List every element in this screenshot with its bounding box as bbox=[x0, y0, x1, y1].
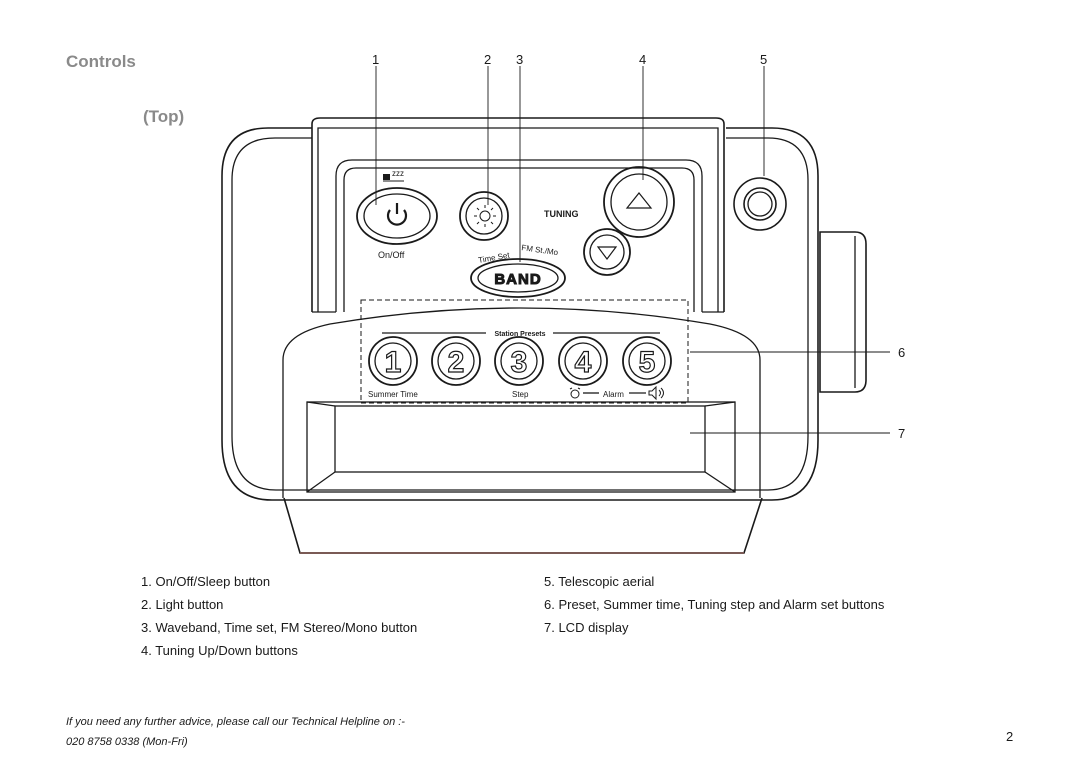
on-off-label: On/Off bbox=[378, 250, 405, 260]
lcd-display bbox=[306, 401, 736, 493]
presets-dashed-frame bbox=[360, 299, 689, 404]
fm-st-mo-label: FM St./Mo bbox=[521, 243, 559, 257]
sleep-glyph: zzz bbox=[392, 169, 404, 178]
preset-button-5 bbox=[622, 336, 672, 386]
legend-item: 2. Light button bbox=[141, 597, 224, 612]
callout-1: 1 bbox=[372, 52, 379, 67]
band-button bbox=[470, 258, 566, 298]
radio-base bbox=[283, 497, 763, 554]
callout-2: 2 bbox=[484, 52, 491, 67]
band-label: BAND bbox=[494, 271, 541, 288]
aerial-socket bbox=[733, 177, 787, 231]
alarm-clock-icon bbox=[569, 387, 581, 399]
legend-item: 3. Waveband, Time set, FM Stereo/Mono bu… bbox=[141, 620, 418, 635]
speaker-icon bbox=[648, 385, 664, 401]
tuning-down-icon bbox=[596, 246, 618, 260]
callout-5: 5 bbox=[760, 52, 767, 67]
step-label: Step bbox=[512, 390, 529, 399]
legend-left: 1. On/Off/Sleep button 2. Light button 3… bbox=[141, 570, 417, 662]
callout-3: 3 bbox=[516, 52, 523, 67]
preset-button-4 bbox=[558, 336, 608, 386]
page-title: Controls bbox=[66, 52, 136, 71]
light-icon bbox=[474, 205, 496, 227]
power-icon bbox=[386, 203, 408, 226]
callout-7: 7 bbox=[898, 426, 905, 441]
legend-item: 5. Telescopic aerial bbox=[544, 574, 655, 589]
preset-numbers: 1 2 3 4 5 bbox=[384, 345, 656, 379]
legend-item: 4. Tuning Up/Down buttons bbox=[141, 643, 298, 658]
preset-buttons bbox=[368, 336, 672, 386]
tuning-label: TUNING bbox=[544, 209, 579, 219]
page-subtitle: (Top) bbox=[143, 107, 185, 126]
legend-item: 6. Preset, Summer time, Tuning step and … bbox=[544, 597, 885, 612]
preset-button-2 bbox=[431, 336, 481, 386]
power-button bbox=[356, 187, 438, 245]
side-knob bbox=[819, 231, 867, 393]
preset-button-3 bbox=[494, 336, 544, 386]
legend-item: 7. LCD display bbox=[544, 620, 629, 635]
alarm-label: Alarm bbox=[603, 390, 624, 399]
helpline-text: If you need any further advice, please c… bbox=[66, 716, 405, 728]
callout-6: 6 bbox=[898, 345, 905, 360]
legend-item: 1. On/Off/Sleep button bbox=[141, 574, 271, 589]
summer-time-label: Summer Time bbox=[368, 390, 418, 399]
light-button bbox=[459, 191, 509, 241]
preset-button-1 bbox=[368, 336, 418, 386]
tuning-down-button bbox=[583, 228, 631, 276]
legend-right: 5. Telescopic aerial 6. Preset, Summer t… bbox=[544, 570, 884, 639]
radio-body bbox=[221, 127, 819, 501]
callout-4: 4 bbox=[639, 52, 646, 67]
station-presets-label: Station Presets bbox=[495, 331, 546, 338]
preset-number-4: 4 bbox=[575, 346, 592, 379]
time-set-label: Time Set bbox=[477, 251, 511, 266]
leader-lines bbox=[375, 66, 890, 434]
sleep-icon: zzz bbox=[383, 169, 404, 182]
tuning-up-button bbox=[603, 166, 675, 238]
preset-number-1: 1 bbox=[385, 346, 402, 379]
preset-number-2: 2 bbox=[448, 346, 465, 379]
front-panel bbox=[282, 307, 761, 498]
page-number: 2 bbox=[1006, 729, 1014, 744]
helpline-number: 020 8758 0338 (Mon-Fri) bbox=[66, 736, 188, 748]
handle bbox=[311, 117, 725, 312]
preset-number-3: 3 bbox=[511, 346, 528, 379]
tuning-up-icon bbox=[625, 192, 653, 209]
preset-number-5: 5 bbox=[639, 346, 656, 379]
